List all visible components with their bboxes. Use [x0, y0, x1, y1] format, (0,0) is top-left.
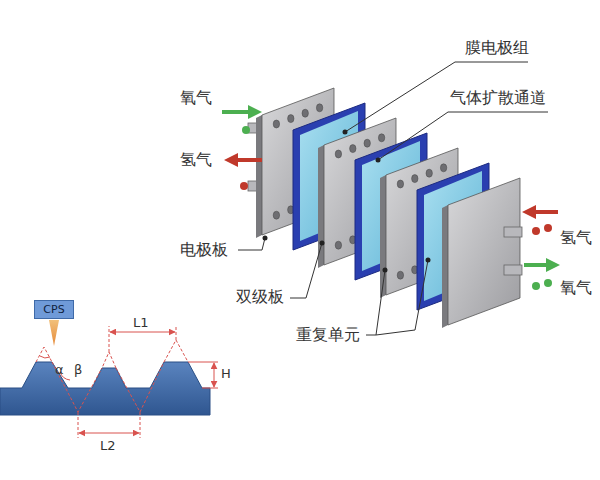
manifold-hole	[397, 180, 403, 188]
manifold-hole	[364, 139, 370, 147]
dimension-label: β	[74, 362, 82, 378]
plate	[442, 178, 520, 328]
gas-dot	[532, 227, 540, 235]
manifold-hole	[412, 175, 418, 183]
leader-line	[290, 243, 322, 298]
manifold-hole	[302, 109, 308, 117]
manifold-hole	[273, 211, 279, 219]
dimension-label: L1	[133, 315, 149, 331]
flow-arrow-head	[522, 205, 536, 219]
gas-dot	[242, 126, 250, 134]
manifold-hole	[316, 104, 322, 112]
dimension-label: H	[221, 366, 231, 382]
dimension-lines	[36, 326, 188, 438]
extension-line	[176, 326, 177, 340]
gas-dot	[544, 279, 552, 287]
part-label: 膜电极组	[465, 38, 529, 57]
manifold-hole	[350, 145, 356, 153]
gas-dot	[544, 224, 552, 232]
leader-line	[238, 238, 265, 250]
part-label: 氢气	[180, 150, 212, 169]
gas-pipe	[504, 227, 522, 237]
manifold-hole	[378, 134, 384, 142]
leader-dot	[383, 268, 388, 273]
dimension-arrows	[40, 332, 218, 433]
dimension-arrow	[214, 363, 215, 387]
probe-box: CPS	[34, 300, 74, 319]
plate-edge	[256, 115, 262, 238]
leader-dot	[263, 236, 268, 241]
part-label: 双级板	[236, 287, 284, 306]
dimension-label: L2	[100, 438, 116, 454]
apex-extension	[36, 347, 52, 362]
extension-line	[202, 388, 218, 389]
leader-line	[376, 260, 428, 335]
part-label: 电极板	[180, 240, 228, 259]
manifold-hole	[397, 271, 403, 279]
valley-extension	[116, 362, 164, 412]
manifold-hole	[335, 241, 341, 249]
probe-tip	[49, 320, 59, 346]
groove-profile	[0, 320, 218, 438]
dimension-arrow	[79, 433, 139, 434]
extension-line	[78, 412, 79, 438]
flow-arrow-head	[546, 258, 560, 272]
extension-line	[188, 362, 218, 363]
extension-line	[109, 326, 110, 352]
flow-arrow	[534, 210, 558, 214]
manifold-hole	[288, 115, 294, 123]
leader-line	[378, 112, 548, 160]
flow-arrow-head	[248, 105, 262, 119]
leader-dot	[376, 158, 381, 163]
part-label: 重复单元	[296, 325, 360, 344]
valley-extension	[52, 362, 102, 412]
part-label: 氧气	[180, 88, 212, 107]
manifold-hole	[440, 164, 446, 172]
manifold-hole	[426, 169, 432, 177]
groove-profile-body	[0, 362, 210, 415]
leader-line	[366, 270, 385, 335]
apex-extension	[164, 340, 188, 362]
manifold-hole	[273, 120, 279, 128]
leader-dot	[426, 258, 431, 263]
leader-lines	[238, 62, 548, 335]
apex-extension	[102, 352, 116, 368]
part-label: 气体扩散通道	[450, 88, 546, 107]
dimension-arrow	[110, 332, 175, 333]
plate-edge	[318, 145, 324, 268]
angle-arc	[40, 356, 50, 358]
flow-arrow-head	[224, 153, 238, 167]
leader-dot	[320, 241, 325, 246]
gas-pipe	[504, 265, 522, 275]
gas-flow-arrows	[222, 105, 560, 290]
gas-dot	[240, 182, 248, 190]
flow-arrow	[236, 158, 262, 162]
plate-edge	[442, 205, 448, 328]
extension-line	[140, 412, 141, 438]
gas-dot	[532, 282, 540, 290]
manifold-hole	[335, 150, 341, 158]
dimension-label: α	[55, 362, 64, 378]
part-label: 氢气	[560, 228, 592, 247]
part-label: 氧气	[560, 278, 592, 297]
fuel-cell-stack	[248, 88, 522, 328]
probe-label: CPS	[41, 303, 67, 316]
plate-edge	[380, 175, 386, 298]
flow-arrow	[524, 263, 548, 267]
leader-dots	[263, 130, 431, 273]
leader-dot	[343, 130, 348, 135]
flow-arrow	[222, 110, 250, 114]
plate-face	[448, 178, 520, 325]
